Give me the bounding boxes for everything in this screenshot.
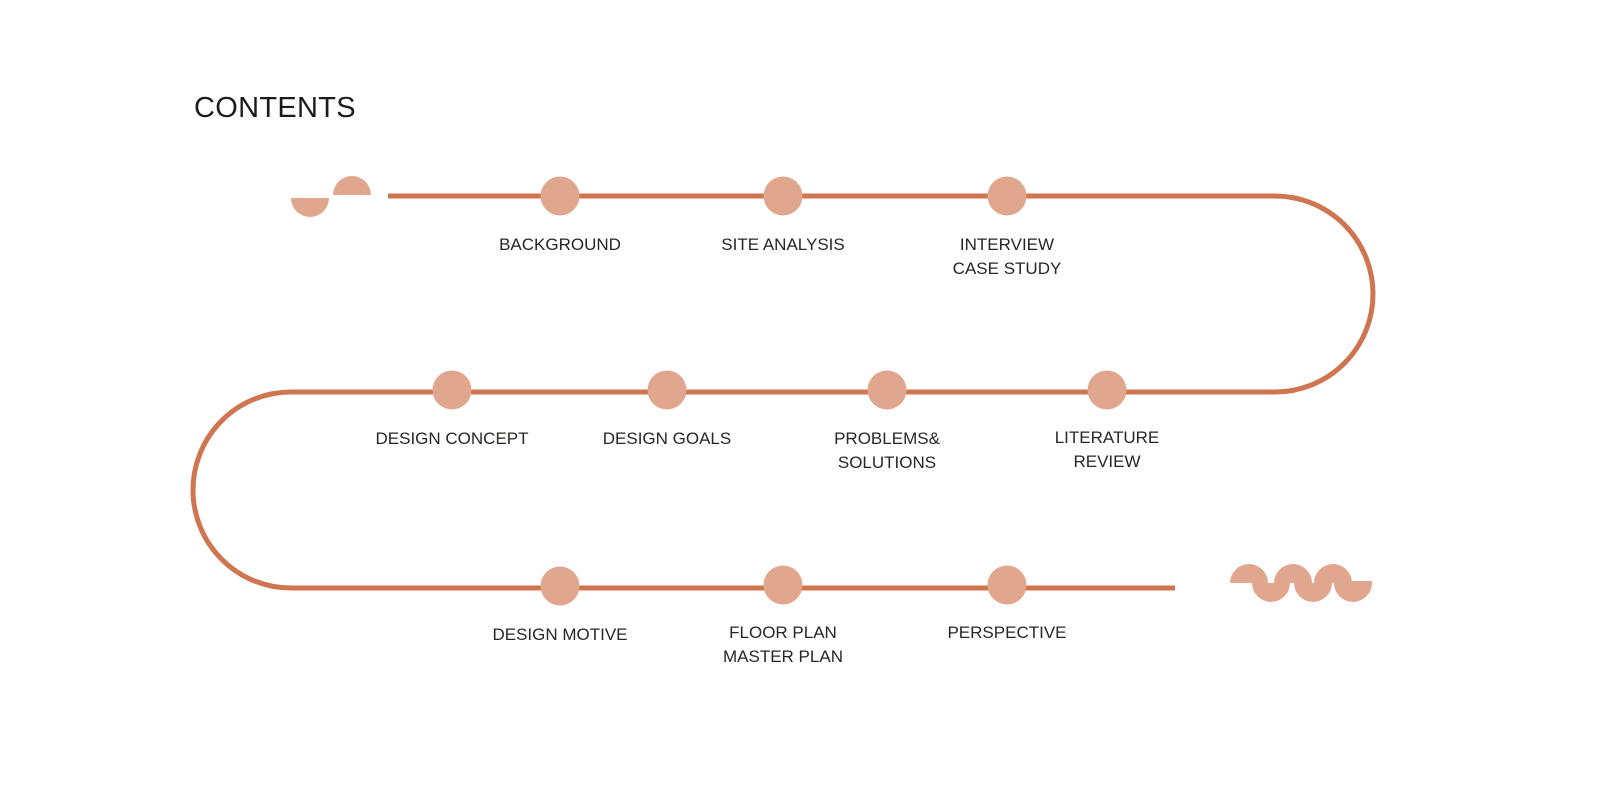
node-label-line: CASE STUDY bbox=[952, 259, 1062, 278]
node-label-line: SITE ANALYSIS bbox=[721, 235, 845, 254]
node-problems-solutions bbox=[867, 370, 907, 410]
serpentine-path bbox=[190, 193, 1376, 591]
wave-segment-shape bbox=[1314, 564, 1352, 583]
wave-segment-shape bbox=[1294, 583, 1332, 602]
node-design-goals bbox=[647, 370, 687, 410]
node-label-site-analysis: SITE ANALYSIS bbox=[673, 233, 893, 257]
node-design-motive bbox=[540, 566, 580, 606]
node-literature-review bbox=[1087, 370, 1127, 410]
node-label-problems-solutions: PROBLEMS&SOLUTIONS bbox=[777, 427, 997, 475]
node-label-line: DESIGN MOTIVE bbox=[492, 625, 628, 644]
wave-segment-shape bbox=[1230, 564, 1268, 583]
node-label-perspective: PERSPECTIVE bbox=[897, 621, 1117, 645]
start-ornament bbox=[291, 176, 371, 217]
node-label-design-concept: DESIGN CONCEPT bbox=[342, 427, 562, 451]
node-perspective bbox=[987, 565, 1027, 605]
node-label-line: FLOOR PLAN bbox=[729, 623, 837, 642]
node-label-line: DESIGN CONCEPT bbox=[375, 429, 529, 448]
node-label-floor-plan-master-plan: FLOOR PLAN MASTER PLAN bbox=[673, 621, 893, 669]
node-label-background: BACKGROUND bbox=[450, 233, 670, 257]
page-title: CONTENTS bbox=[194, 92, 356, 124]
node-label-line: PERSPECTIVE bbox=[947, 623, 1067, 642]
node-label-line: MASTER PLAN bbox=[723, 647, 843, 666]
node-label-line: SOLUTIONS bbox=[837, 453, 937, 472]
node-label-line: INTERVIEW bbox=[959, 235, 1055, 254]
wave-ornament bbox=[1230, 564, 1372, 602]
node-background bbox=[540, 176, 580, 216]
node-interview-case-study bbox=[987, 176, 1027, 216]
half-circle-shape bbox=[333, 176, 371, 195]
node-label-design-goals: DESIGN GOALS bbox=[557, 427, 777, 451]
wave-tail-shape bbox=[1352, 581, 1372, 585]
node-label-line: LITERATURE bbox=[1054, 428, 1160, 447]
nodes-layer bbox=[432, 176, 1127, 606]
node-label-line: BACKGROUND bbox=[499, 235, 621, 254]
node-site-analysis bbox=[763, 176, 803, 216]
wave-segment-shape bbox=[1252, 583, 1290, 602]
wave-segment-shape bbox=[1274, 564, 1312, 583]
node-label-line: DESIGN GOALS bbox=[602, 429, 732, 448]
node-floor-plan-master-plan bbox=[763, 565, 803, 605]
node-label-literature-review: LITERATURE REVIEW bbox=[997, 426, 1217, 474]
node-label-line: PROBLEMS& bbox=[834, 429, 940, 448]
half-circle-shape bbox=[291, 198, 329, 217]
node-design-concept bbox=[432, 370, 472, 410]
wave-segment-shape bbox=[1334, 583, 1372, 602]
node-label-interview-case-study: INTERVIEW CASE STUDY bbox=[897, 233, 1117, 281]
node-label-design-motive: DESIGN MOTIVE bbox=[450, 623, 670, 647]
node-label-line: REVIEW bbox=[1073, 452, 1141, 471]
